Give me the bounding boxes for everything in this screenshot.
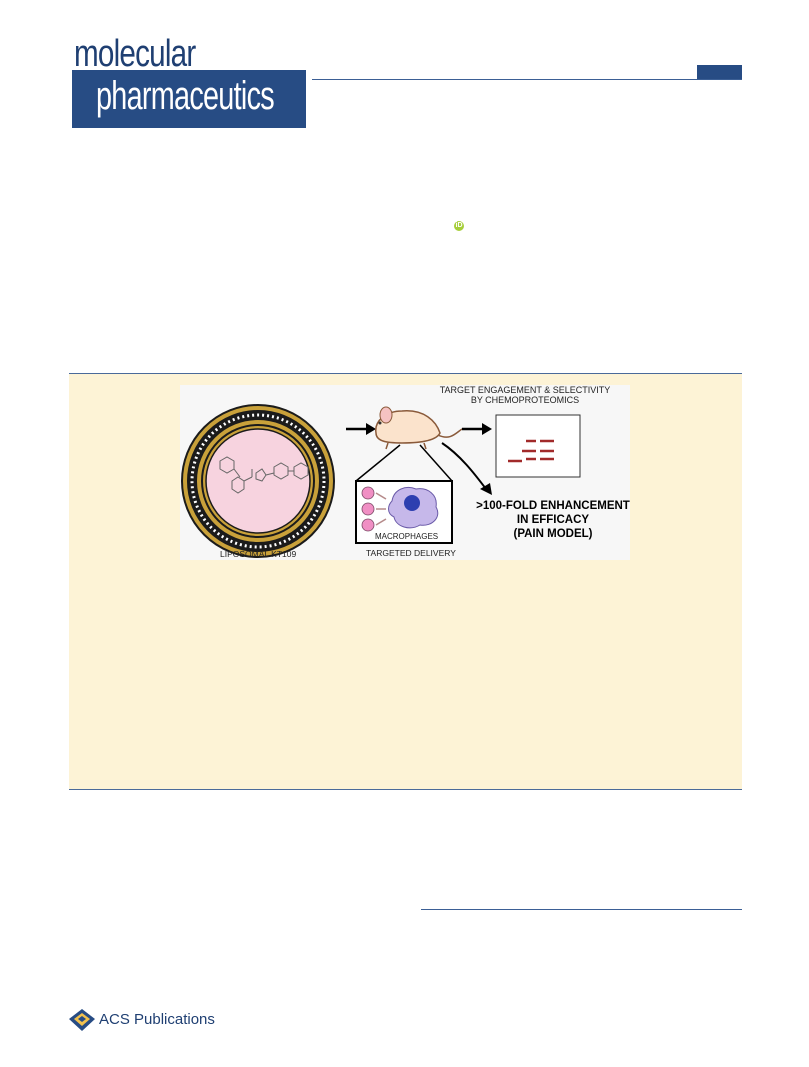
journal-name-line1: molecular bbox=[74, 33, 196, 75]
column-rule bbox=[421, 909, 742, 910]
target-engagement-label: TARGET ENGAGEMENT & SELECTIVITY BY CHEMO… bbox=[439, 385, 611, 405]
efficacy-label: >100-FOLD ENHANCEMENT IN EFFICACY (PAIN … bbox=[476, 500, 630, 540]
toc-graphic-drawing bbox=[181, 404, 581, 558]
macrophages-label: MACROPHAGES bbox=[375, 532, 439, 541]
journal-name-line2: pharmaceutics bbox=[96, 74, 275, 118]
liposome-drawing bbox=[181, 404, 335, 558]
liposomal-kt109-label: LIPOSOMAL KT109 bbox=[220, 549, 297, 559]
targeted-delivery-label: TARGETED DELIVERY bbox=[366, 548, 456, 558]
journal-logo-box bbox=[72, 70, 306, 128]
journal-logo: molecular pharmaceutics bbox=[72, 34, 306, 128]
gel-drawing bbox=[495, 414, 581, 478]
header-rule bbox=[312, 79, 742, 80]
macrophage-inset bbox=[355, 480, 453, 544]
mouse-drawing bbox=[375, 406, 463, 450]
orcid-icon[interactable]: iD bbox=[454, 221, 464, 231]
acs-logo-icon bbox=[69, 1009, 95, 1031]
header-tab bbox=[697, 65, 742, 79]
toc-graphic: TARGET ENGAGEMENT & SELECTIVITY BY CHEMO… bbox=[180, 385, 630, 560]
arrow-to-efficacy bbox=[441, 442, 487, 490]
publisher-name: ACS Publications bbox=[99, 1011, 215, 1028]
